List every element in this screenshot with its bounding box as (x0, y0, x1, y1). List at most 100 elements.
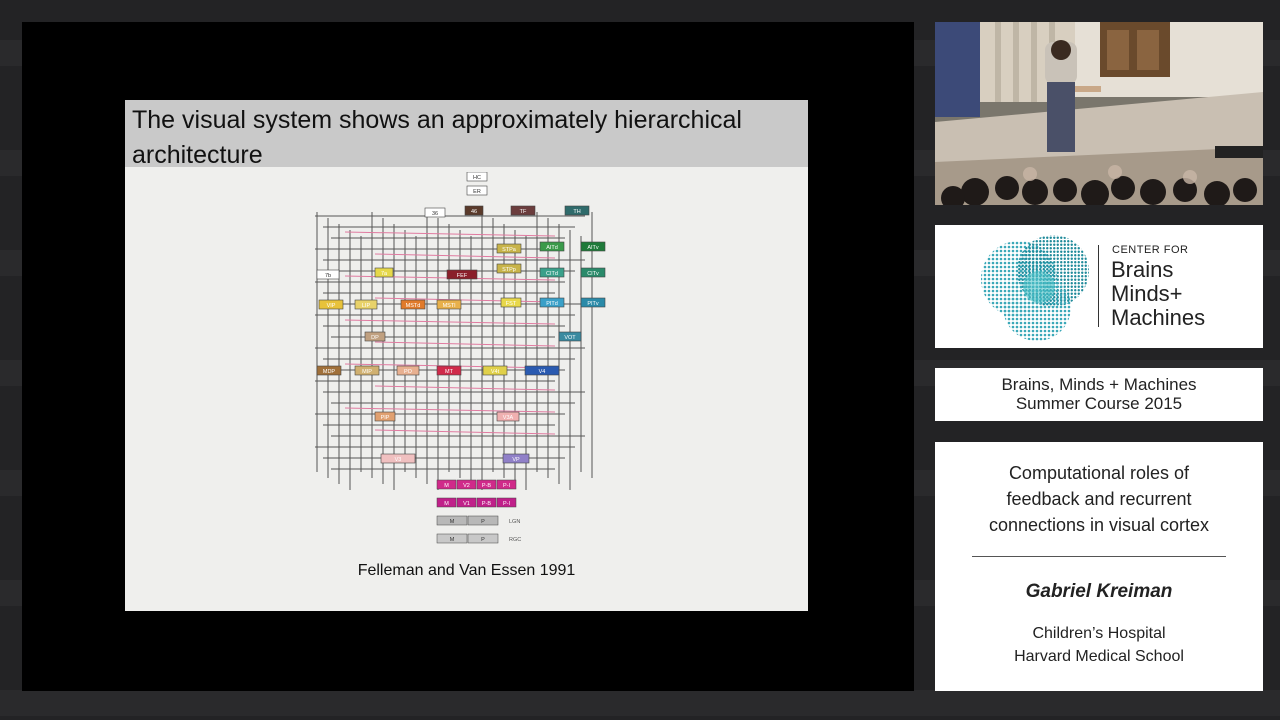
row-cell-label: M (444, 483, 449, 489)
area-label: MSTd (406, 303, 421, 309)
row-cell (476, 497, 497, 508)
course-name: Brains, Minds + Machines (1001, 375, 1197, 394)
area-box (502, 453, 530, 464)
cortical-area: PITd (539, 297, 565, 308)
cortical-area: PIP (374, 411, 396, 422)
logo-divider (1098, 245, 1099, 327)
area-label: 7b (325, 273, 331, 279)
cortical-area: AITd (539, 241, 565, 252)
subcortical-row: M V2 P-B P-I (436, 479, 517, 490)
area-box (374, 411, 396, 422)
area-label: MSTl (443, 303, 456, 309)
cortical-area: CITv (580, 267, 606, 278)
talk-title: Computational roles of feedback and recu… (945, 460, 1253, 538)
cortical-area: V3 (380, 453, 416, 464)
cortical-area: CITd (539, 267, 565, 278)
area-label: FST (506, 301, 517, 307)
area-label: DP (371, 335, 379, 341)
info-divider (972, 556, 1226, 557)
row-cell (436, 515, 468, 526)
logo-brains: Brains (1111, 257, 1174, 282)
area-label: 7a (381, 271, 388, 277)
slide-caption: Felleman and Van Essen 1991 (357, 562, 576, 579)
course-panel: Brains, Minds + Machines Summer Course 2… (935, 368, 1263, 421)
area-box (580, 267, 606, 278)
logo-minds: Minds+ (1111, 281, 1183, 306)
area-label: V3A (503, 415, 514, 421)
area-box (558, 331, 582, 342)
speaker-name: Gabriel Kreiman (1025, 581, 1173, 602)
area-label: PIP (381, 415, 390, 421)
area-label: TF (520, 209, 527, 215)
area-box (580, 241, 606, 252)
area-label: FEF (457, 273, 468, 279)
cortical-area: MSTd (400, 299, 426, 310)
row-cell (436, 533, 468, 544)
area-box (396, 365, 420, 376)
area-box (318, 299, 344, 310)
slide: The visual system shows an approximately… (125, 100, 808, 611)
slide-video-panel[interactable]: The visual system shows an approximately… (22, 22, 914, 691)
cortical-area: VOT (558, 331, 582, 342)
feedback-line (344, 231, 556, 237)
cortical-area: MT (436, 365, 462, 376)
talk-title-line: Computational roles of (1008, 463, 1190, 483)
cortical-area: V3A (496, 411, 520, 422)
area-label: CITd (546, 271, 558, 277)
row-cell-label: P (481, 519, 485, 525)
area-box (374, 267, 394, 278)
row-cell (456, 497, 477, 508)
cortical-area: PO (396, 365, 420, 376)
row-cell-label: P-I (503, 483, 511, 489)
area-box (580, 297, 606, 308)
cortical-area: 7a (374, 267, 394, 278)
area-box (496, 263, 522, 274)
area-label: STPa (502, 247, 517, 253)
speaker-affiliation: Children’s Hospital Harvard Medical Scho… (935, 622, 1263, 668)
row-cell (476, 479, 497, 490)
cortical-area: FEF (446, 269, 478, 280)
cortical-area: ER (466, 185, 488, 196)
row-cell (456, 479, 477, 490)
area-box (539, 267, 565, 278)
feedback-line (344, 407, 556, 413)
area-label: STPp (502, 267, 516, 273)
cortical-area: V4t (482, 365, 508, 376)
cortical-area: 7b (316, 269, 340, 280)
cortical-area: VIP (318, 299, 344, 310)
row-cell-label: P-B (482, 483, 492, 489)
logo-machines: Machines (1111, 305, 1206, 330)
feedback-line (374, 341, 556, 347)
row-cell-label: P-I (503, 501, 511, 507)
cortical-area: 36 (424, 207, 446, 218)
row-cell-label: V2 (463, 483, 470, 489)
area-box (482, 365, 508, 376)
cortical-area: DP (364, 331, 386, 342)
row-suffix-label: LGN (509, 519, 520, 525)
feedback-line (344, 319, 556, 325)
area-box (524, 365, 560, 376)
area-box (539, 297, 565, 308)
cortical-area: TF (510, 205, 536, 216)
area-box (464, 205, 484, 216)
area-label: MDP (323, 369, 336, 375)
cortical-area: MDP (316, 365, 342, 376)
area-label: AITv (587, 245, 599, 251)
cortical-area: HC (466, 172, 488, 182)
area-box (436, 365, 462, 376)
row-cell-label: P-B (482, 501, 492, 507)
cortical-area: VP (502, 453, 530, 464)
area-box (354, 365, 380, 376)
area-box (380, 453, 416, 464)
speaker-camera-view[interactable] (935, 22, 1263, 205)
area-label: PITd (546, 301, 558, 307)
area-label: CITv (587, 271, 599, 277)
cortical-area: AITv (580, 241, 606, 252)
area-box (466, 172, 488, 182)
feedback-line (374, 297, 556, 303)
area-label: ER (473, 189, 481, 195)
